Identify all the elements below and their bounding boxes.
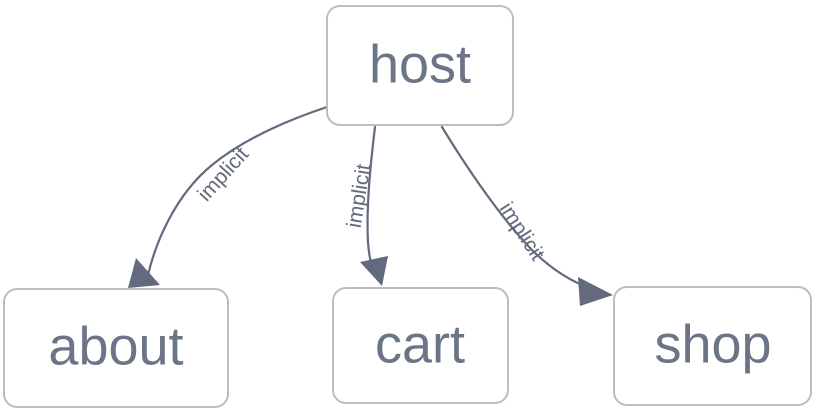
node-host-box <box>326 5 514 126</box>
node-cart-label: cart <box>375 314 465 374</box>
node-about[interactable]: about <box>3 288 229 408</box>
node-host[interactable]: host <box>326 5 514 126</box>
edge-host-cart-label: implicit <box>343 162 376 229</box>
edge-host-shop-label: implicit <box>495 198 549 264</box>
edge-host-cart[interactable]: implicit <box>343 125 388 286</box>
edge-host-shop[interactable]: implicit <box>440 125 613 306</box>
node-host-label: host <box>369 34 471 94</box>
node-shop-box <box>613 286 812 406</box>
node-cart-box <box>332 287 509 404</box>
node-shop[interactable]: shop <box>613 286 812 406</box>
edge-host-about-arrowhead <box>128 258 160 288</box>
node-shop-label: shop <box>654 314 771 374</box>
node-cart[interactable]: cart <box>332 287 509 404</box>
edge-host-cart-arrowhead <box>360 256 388 286</box>
edge-host-shop-arrowhead <box>578 277 613 306</box>
node-about-label: about <box>48 316 183 376</box>
node-about-box <box>3 288 229 408</box>
edge-host-shop-path <box>440 125 594 291</box>
edge-host-about-path <box>146 105 329 277</box>
edge-host-about[interactable]: implicit <box>128 105 329 288</box>
